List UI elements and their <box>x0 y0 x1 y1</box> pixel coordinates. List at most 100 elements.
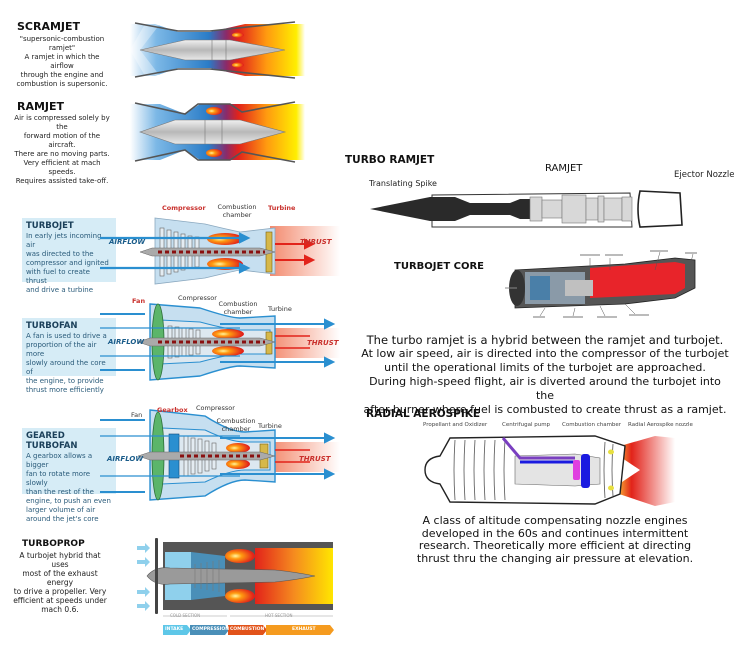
paragraph-line: until the operational limits of the turb… <box>384 361 706 374</box>
combustion-chamber-icon <box>581 454 590 488</box>
airflow-label: AIRFLOW <box>108 338 145 346</box>
desc-line: slowly around the core of <box>26 359 106 376</box>
gearbox-label: Gearbox <box>157 406 188 414</box>
thrust-label: THRUST <box>299 455 331 463</box>
hot-section-label: HOT SECTION <box>265 613 293 618</box>
desc-line: Air is compressed solely by the <box>14 114 110 131</box>
paragraph-line: A class of altitude compensating nozzle … <box>422 514 688 527</box>
desc-line: A fan is used to drive a <box>26 332 107 340</box>
radial-aerospike-diagram <box>424 435 675 506</box>
turbojet-title: TURBOJET <box>26 221 74 231</box>
desc-line: with fuel to create thrust <box>26 268 90 285</box>
paragraph-line: research. Theoretically more efficient a… <box>418 539 692 552</box>
desc-line: "supersonic-combustion ramjet" <box>19 35 105 52</box>
stage-combustion-shape <box>228 625 267 635</box>
propellant-label: Propellant and Oxidizer <box>423 422 488 428</box>
desc-line: than the rest of the <box>26 488 94 496</box>
airflow-label: AIRFLOW <box>109 238 146 246</box>
desc-line: engine, to push an even <box>26 497 111 505</box>
propellant-line <box>501 437 575 460</box>
combustion-chamber-label: Combustion chamber <box>562 422 622 428</box>
aerospike-nozzle-label: Radial Aerospike nozzle <box>628 422 693 428</box>
radial-aerospike-title: RADIAL AEROSPIKE <box>366 408 481 420</box>
flame-icon <box>232 62 244 68</box>
nozzle-flame-icon <box>608 485 614 491</box>
desc-line: In early jets incoming air <box>26 232 102 249</box>
geared-turbofan-description-box: GEARED TURBOFAN A gearbox allows a bigge… <box>22 428 116 523</box>
stage-intake-shape <box>163 625 191 635</box>
translating-spike-label: Translating Spike <box>369 179 437 188</box>
nozzle-flame-icon <box>608 449 614 455</box>
ramjet-upper-wall <box>134 101 296 115</box>
airflow-label: AIRFLOW <box>107 455 144 463</box>
desc-line: Requires assisted take-off. <box>15 177 109 185</box>
flame-icon <box>206 149 222 157</box>
turbo-ramjet-title: TURBO RAMJET <box>345 154 435 166</box>
desc-line: around the jet's core <box>26 515 99 523</box>
paragraph-line: The turbo ramjet is a hybrid between the… <box>366 333 724 347</box>
desc-line: fan to rotate more slowly <box>26 470 91 487</box>
fan-label: Fan <box>132 297 146 305</box>
exhaust-plume <box>613 436 675 506</box>
compressor-label: Compressor <box>178 294 217 302</box>
turbine-label: Turbine <box>258 422 282 430</box>
stage-compression-shape <box>190 625 229 635</box>
ejector-nozzle-icon <box>637 190 683 228</box>
turbojet-diagram <box>100 217 340 285</box>
scramjet-lower-wall <box>134 68 296 79</box>
centrifugal-pump-icon <box>573 460 580 480</box>
turbine-label: Turbine <box>268 204 296 212</box>
flame-icon <box>212 346 244 356</box>
turbo-ramjet-diagram <box>370 190 683 228</box>
ejector-nozzle-label: Ejector Nozzle <box>674 170 735 180</box>
stage-combustion-label: COMBUSTION <box>230 627 265 632</box>
turbofan-title: TURBOFAN <box>26 321 78 331</box>
scramjet-title: SCRAMJET <box>17 20 81 33</box>
ramjet-lower-wall <box>134 149 296 163</box>
desc-line: most of the exhaust energy <box>22 569 98 587</box>
flame-icon <box>226 459 250 469</box>
desc-line: larger volume of air <box>26 506 96 514</box>
geared-turbofan-title: GEARED TURBOFAN <box>26 431 78 451</box>
stage-exhaust-label: EXHAUST <box>292 627 316 632</box>
flame-icon <box>225 549 255 563</box>
desc-line: A turbojet hybrid that uses <box>19 551 101 569</box>
turbofan-diagram <box>100 303 340 381</box>
desc-line: through the engine and <box>20 71 104 79</box>
ramjet-centerbody <box>139 119 287 145</box>
desc-line: thrust more efficiently <box>26 386 104 394</box>
paragraph-line: after-burner where fuel is combusted to … <box>363 403 727 416</box>
centrifugal-pump-label: Centrifugal pump <box>502 422 551 428</box>
stage-exhaust-shape <box>266 625 334 635</box>
compressor-label: Compressor <box>196 404 235 412</box>
desc-line: forward motion of the aircraft. <box>23 132 101 149</box>
flame-icon <box>225 589 255 603</box>
turboprop-shaft <box>146 567 316 585</box>
stage-compression-label: COMPRESSION <box>192 627 229 632</box>
ramjet-section-label: RAMJET <box>545 163 583 174</box>
translating-spike-icon <box>370 197 530 221</box>
turboprop-title: TURBOPROP <box>22 539 85 549</box>
turbojet-description-box: TURBOJET In early jets incoming air was … <box>22 218 116 294</box>
radial-aerospike-paragraph: A class of altitude compensating nozzle … <box>400 514 710 565</box>
scramjet-diagram <box>130 18 305 83</box>
desc-line: compressor and ignited <box>26 259 109 267</box>
compressor-label: Compressor <box>162 204 206 212</box>
ramjet-diagram <box>130 100 305 165</box>
turbine-label: Turbine <box>268 305 292 313</box>
desc-line: mach 0.6. <box>41 605 79 614</box>
scramjet-upper-wall <box>134 21 296 32</box>
geared-turbofan-diagram <box>100 409 340 501</box>
turboprop-diagram <box>137 538 334 635</box>
desc-line: Very efficient at mach speeds. <box>23 159 101 176</box>
desc-line: There are no moving parts. <box>14 150 110 158</box>
flame-icon <box>226 443 250 453</box>
desc-line: was directed to the <box>26 250 94 258</box>
desc-line: to drive a propeller. Very <box>13 587 107 596</box>
turbo-ramjet-paragraph: The turbo ramjet is a hybrid between the… <box>360 333 730 417</box>
turboprop-description: A turbojet hybrid that uses most of the … <box>10 551 110 614</box>
combustion-label: Combustion chamber <box>217 203 257 219</box>
desc-line: A ramjet in which the airflow <box>24 53 100 70</box>
fan-label: Fan <box>131 411 143 419</box>
propeller-icon <box>155 538 158 614</box>
